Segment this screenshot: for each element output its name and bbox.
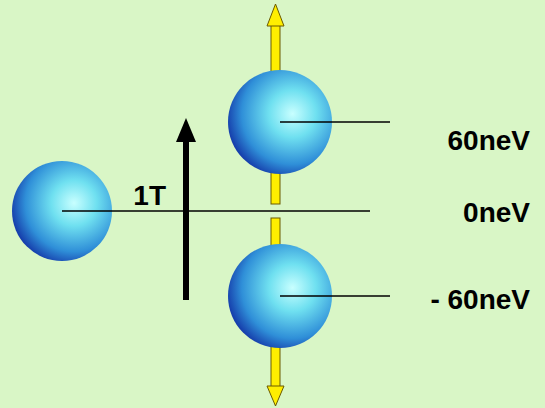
field-label: 1T	[133, 182, 166, 210]
level-line	[280, 295, 390, 297]
neutron-sphere	[12, 161, 112, 261]
energy-label: 0neV	[463, 199, 530, 227]
energy-label: 60neV	[448, 127, 531, 155]
level-line	[280, 121, 390, 123]
level-line	[62, 210, 370, 212]
energy-label: - 60neV	[430, 286, 530, 314]
field-arrow	[176, 118, 196, 300]
